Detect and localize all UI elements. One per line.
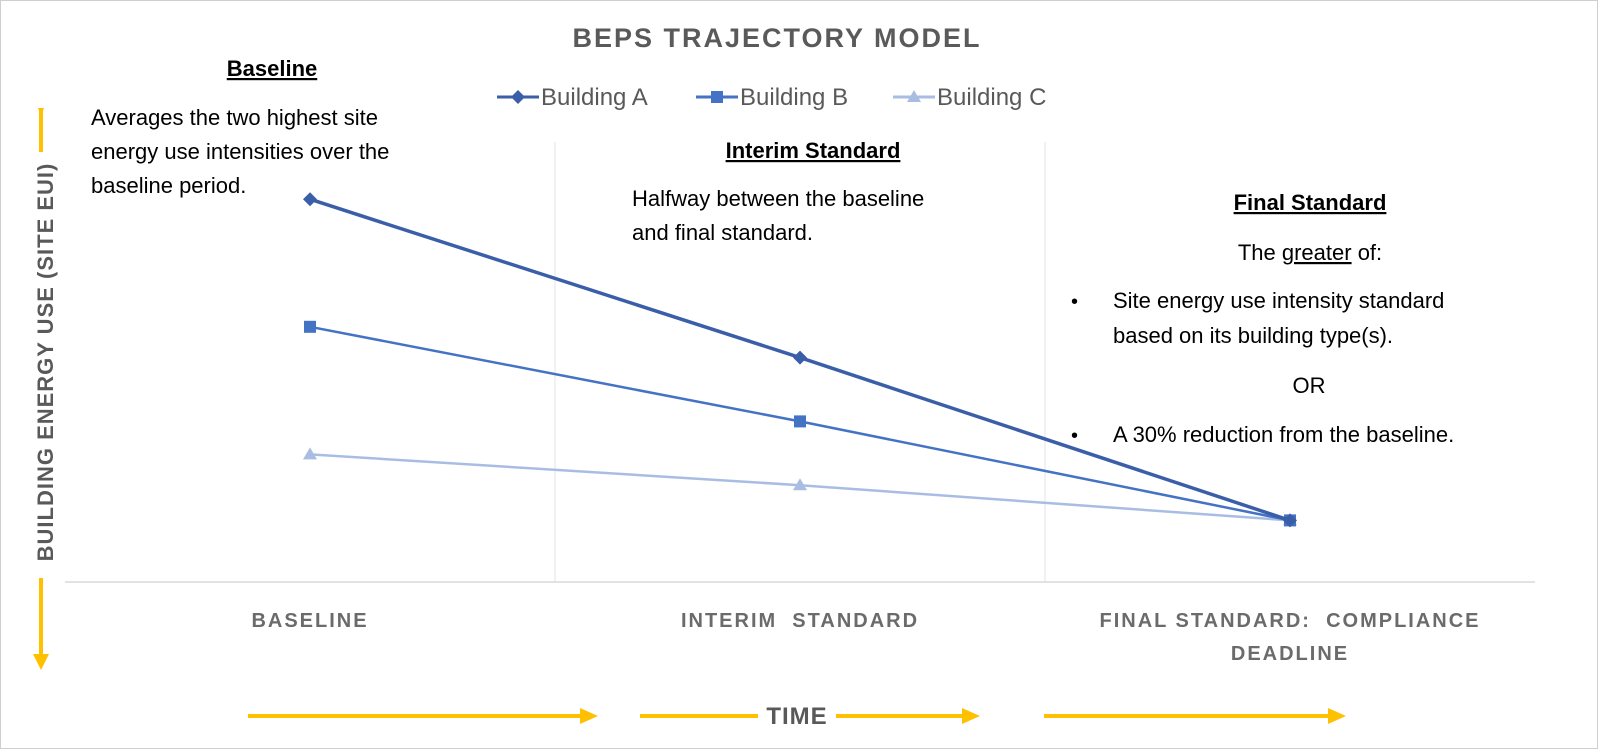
gridlines [65, 142, 1535, 583]
annotation-interim: Interim Standard Halfway between the bas… [632, 138, 924, 245]
category-label: FINAL STANDARD: COMPLIANCE [1099, 610, 1480, 632]
x-axis-categories: BASELINE INTERIM STANDARD FINAL STANDARD: … [251, 610, 1480, 665]
annotation-final-intro-underlined: greater [1282, 240, 1352, 265]
y-axis-arrow-bottom [39, 578, 43, 656]
legend-label: Building C [937, 84, 1046, 111]
time-arrow-2-left-shaft [640, 714, 758, 718]
legend-label: Building A [541, 84, 648, 111]
data-point-building-c [793, 478, 807, 491]
time-arrow-2-right-shaft [836, 714, 964, 718]
category-label: BASELINE [251, 610, 368, 632]
category-label: DEADLINE [1231, 643, 1349, 665]
data-point-building-a [303, 192, 317, 207]
annotation-final: Final Standard The greater of: • Site en… [1071, 190, 1454, 447]
data-point-building-a [1283, 513, 1297, 528]
annotation-final-intro: The greater of: [1238, 240, 1382, 265]
chart-title: BEPS TRAJECTORY MODEL [572, 23, 981, 53]
data-point-building-b [304, 320, 316, 333]
annotation-final-bullet-2-mark: • [1071, 425, 1078, 447]
series-layer [303, 192, 1297, 528]
time-arrow-2-head-icon [962, 708, 980, 724]
annotation-final-bullet-1-line-1: Site energy use intensity standard [1113, 288, 1444, 313]
annotation-final-bullet-2-line-1: A 30% reduction from the baseline. [1113, 422, 1454, 447]
y-axis-label: BUILDING ENERGY USE (SITE EUI) [33, 163, 58, 562]
annotation-final-bullet-1-mark: • [1071, 291, 1078, 313]
annotation-baseline-heading: Baseline [227, 56, 318, 81]
y-arrow-head-icon [33, 654, 49, 670]
annotation-interim-heading: Interim Standard [726, 138, 901, 163]
y-axis: BUILDING ENERGY USE (SITE EUI) [33, 108, 58, 670]
category-label: INTERIM STANDARD [681, 610, 919, 632]
data-point-building-c [303, 447, 317, 460]
legend-marker-icon [907, 90, 921, 102]
legend-label: Building B [740, 84, 848, 111]
annotation-baseline: Baseline Averages the two highest site e… [91, 56, 389, 198]
annotation-final-bullet-1-line-2: based on its building type(s). [1113, 323, 1393, 348]
x-axis-time: TIME [248, 703, 1346, 730]
data-point-building-a [793, 350, 807, 365]
time-arrow-1-shaft [248, 714, 583, 718]
annotation-interim-line-2: and final standard. [632, 220, 813, 245]
legend-marker-icon [711, 91, 723, 103]
time-arrow-3-shaft [1044, 714, 1330, 718]
annotation-final-intro-pre: The [1238, 240, 1282, 265]
annotation-baseline-line-2: energy use intensities over the [91, 139, 389, 164]
annotation-interim-line-1: Halfway between the baseline [632, 186, 924, 211]
annotation-final-intro-post: of: [1352, 240, 1383, 265]
annotation-baseline-line-1: Averages the two highest site [91, 105, 378, 130]
legend-marker-icon [511, 90, 525, 104]
annotation-baseline-line-3: baseline period. [91, 173, 246, 198]
legend: Building A Building B Building C [497, 84, 1046, 111]
annotation-final-heading: Final Standard [1234, 190, 1387, 215]
time-arrow-1-head-icon [580, 708, 598, 724]
annotation-final-or: OR [1293, 373, 1326, 398]
data-point-building-b [794, 415, 806, 428]
y-axis-arrow-top [39, 108, 43, 152]
x-axis-label: TIME [766, 703, 827, 730]
time-arrow-3-head-icon [1328, 708, 1346, 724]
